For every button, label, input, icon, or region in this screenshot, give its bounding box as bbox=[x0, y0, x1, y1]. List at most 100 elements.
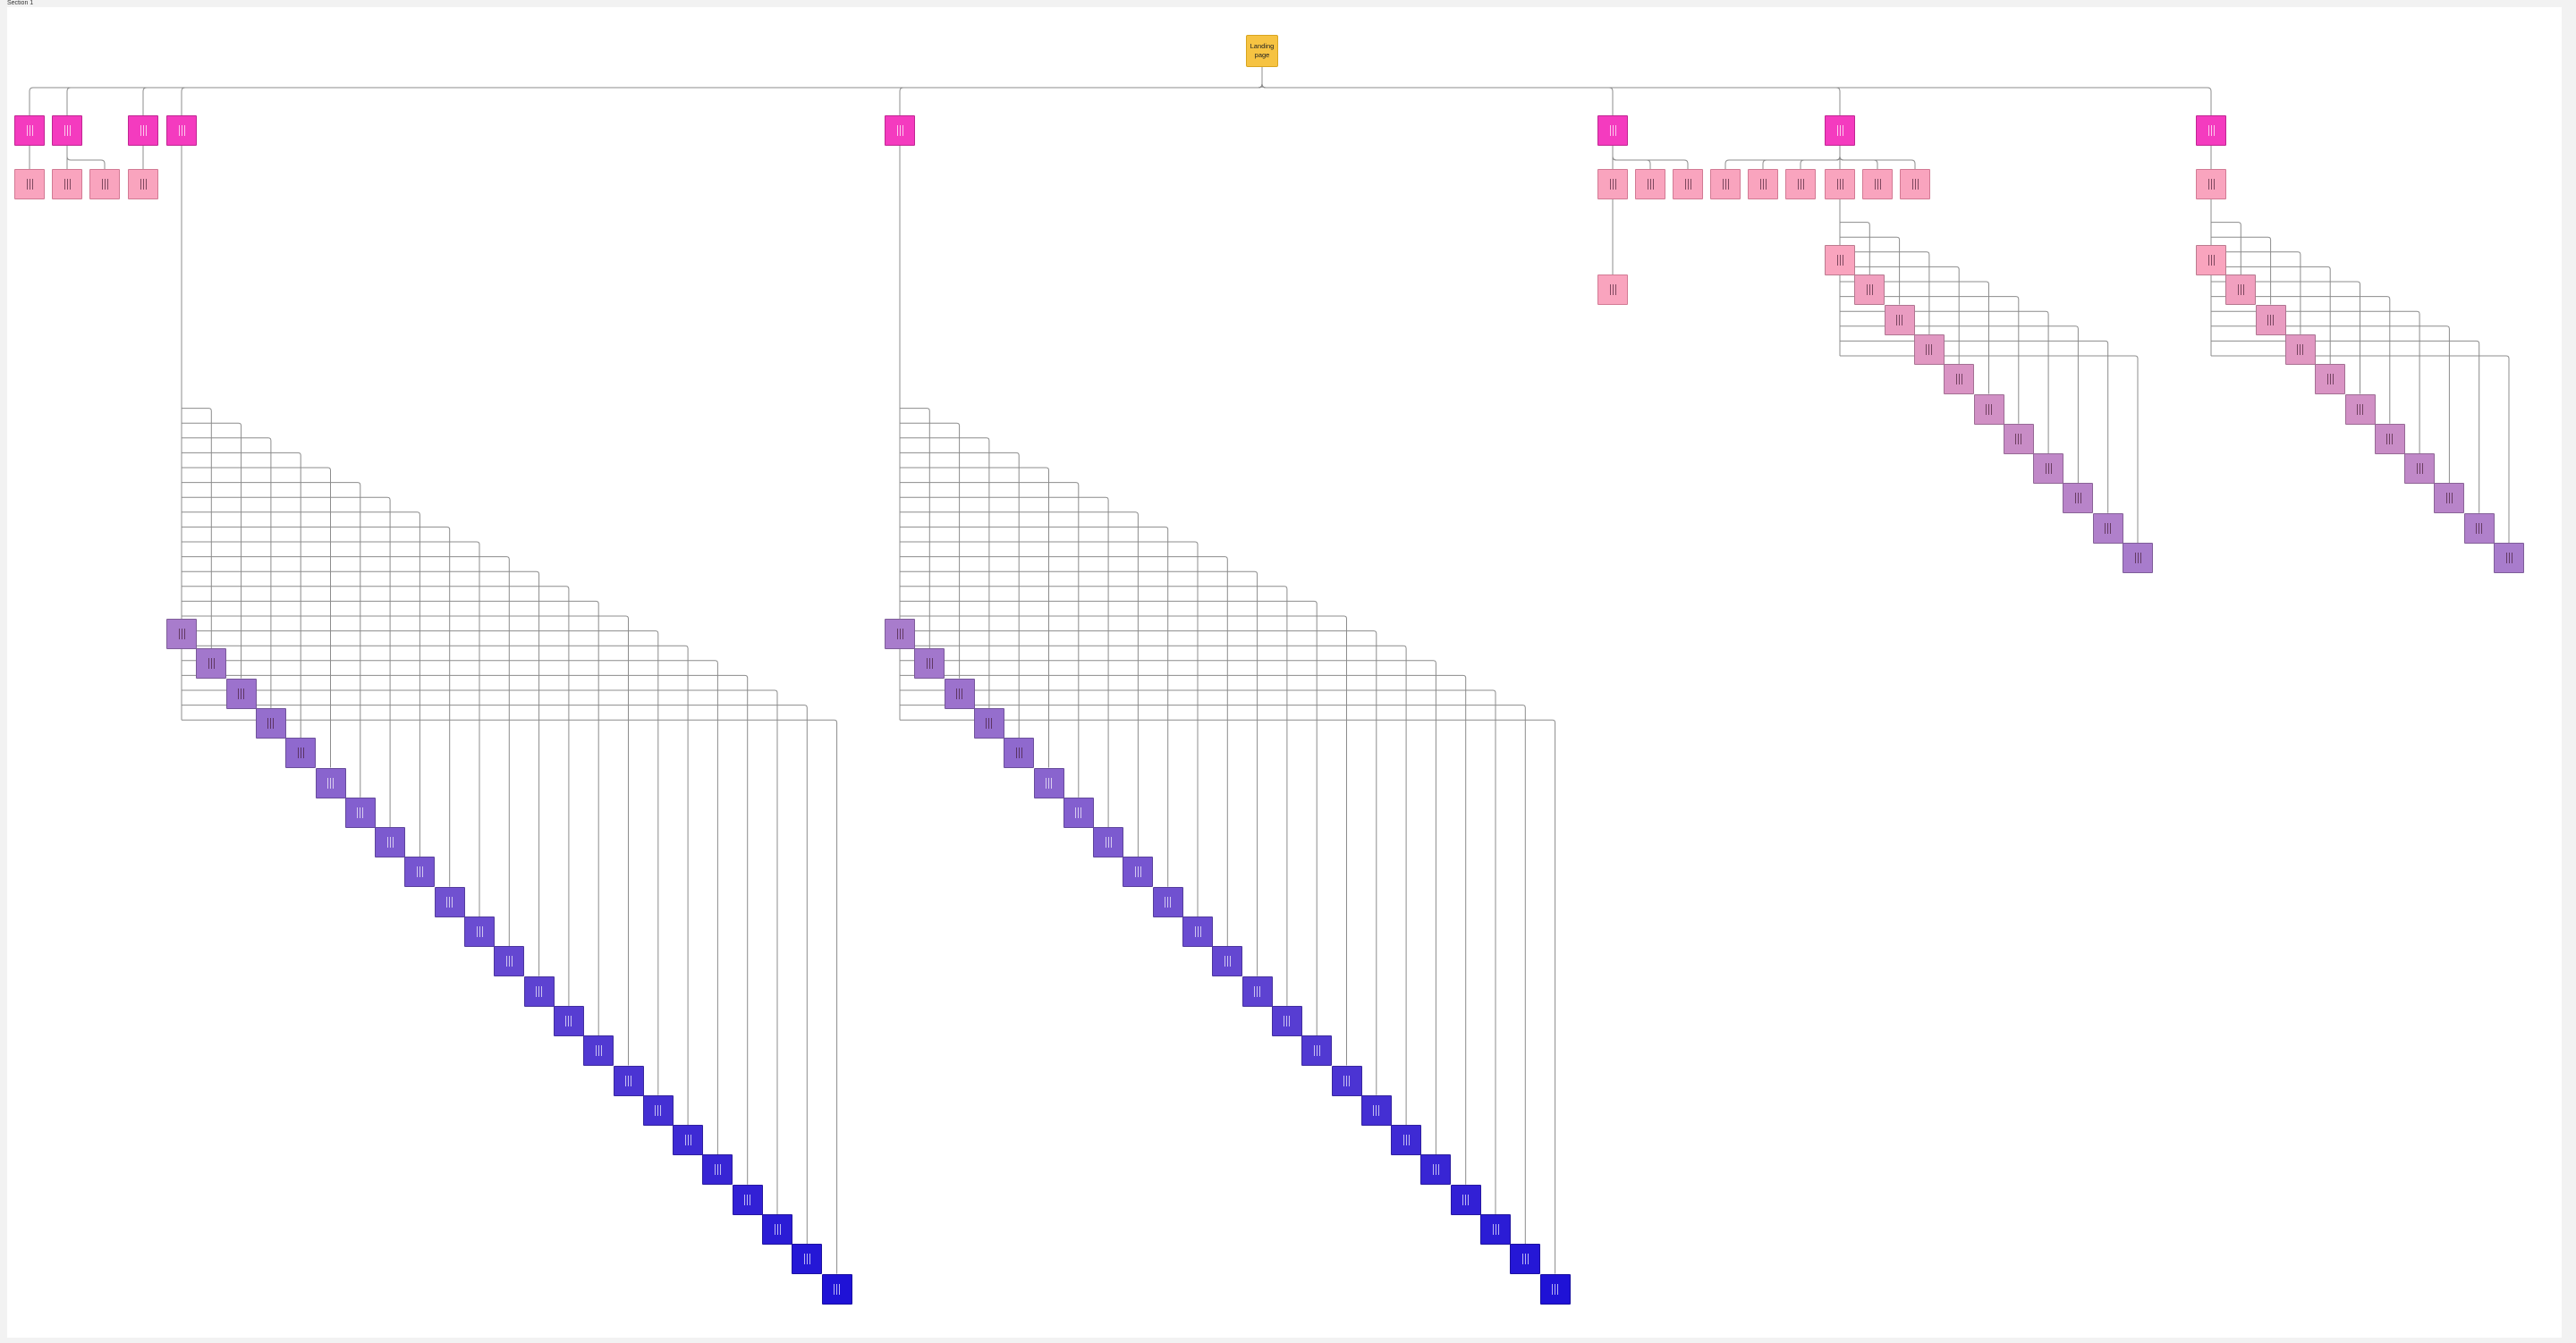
chain-node-b4-6[interactable] bbox=[315, 767, 346, 798]
chain-node-b4-11[interactable] bbox=[464, 916, 495, 947]
chain-node-b7-5[interactable] bbox=[1944, 364, 1975, 395]
chain-node-b5-13[interactable] bbox=[1241, 976, 1273, 1007]
chain-connector bbox=[900, 570, 1258, 976]
chain-node-b5-5[interactable] bbox=[1004, 738, 1035, 769]
page-node-b2-1[interactable] bbox=[52, 169, 82, 199]
chain-node-b8-9[interactable] bbox=[2434, 483, 2465, 514]
chain-node-b4-13[interactable] bbox=[523, 976, 555, 1007]
chain-node-b7-11[interactable] bbox=[2123, 543, 2153, 573]
section-node-b8[interactable] bbox=[2196, 115, 2226, 146]
chain-node-b4-20[interactable] bbox=[732, 1184, 763, 1215]
chain-node-b5-16[interactable] bbox=[1331, 1065, 1362, 1096]
chain-node-b7-7[interactable] bbox=[2003, 423, 2034, 454]
chain-node-b5-12[interactable] bbox=[1212, 946, 1243, 977]
chain-node-b4-8[interactable] bbox=[375, 827, 406, 858]
section-node-b3[interactable] bbox=[128, 115, 158, 146]
chain-node-b5-6[interactable] bbox=[1033, 767, 1064, 798]
chain-node-b8-6[interactable] bbox=[2344, 393, 2376, 425]
chain-node-b5-20[interactable] bbox=[1450, 1184, 1481, 1215]
page-node-b8-1[interactable] bbox=[2196, 169, 2226, 199]
connector-layer bbox=[29, 67, 2510, 1274]
section-node-b5[interactable] bbox=[885, 115, 915, 146]
chain-node-b8-7[interactable] bbox=[2374, 423, 2405, 454]
chain-node-b4-10[interactable] bbox=[434, 886, 465, 917]
root-node[interactable]: Landing page bbox=[1246, 35, 1278, 67]
chain-node-b7-4[interactable] bbox=[1913, 334, 1945, 365]
page-node-b7-6[interactable] bbox=[1900, 169, 1930, 199]
chain-node-b4-17[interactable] bbox=[642, 1094, 674, 1126]
chain-node-b5-9[interactable] bbox=[1123, 857, 1154, 888]
chain-node-b7-1[interactable] bbox=[1825, 245, 1855, 275]
chain-node-b8-4[interactable] bbox=[2284, 334, 2316, 365]
chain-node-b4-7[interactable] bbox=[344, 797, 376, 828]
chain-node-b5-15[interactable] bbox=[1301, 1035, 1333, 1067]
chain-node-b4-2[interactable] bbox=[196, 648, 227, 680]
chain-node-b5-17[interactable] bbox=[1360, 1094, 1392, 1126]
chain-node-b5-3[interactable] bbox=[944, 678, 975, 709]
chain-node-b5-18[interactable] bbox=[1391, 1125, 1422, 1156]
section-node-b7[interactable] bbox=[1825, 115, 1855, 146]
page-node-b7-5[interactable] bbox=[1862, 169, 1893, 199]
page-node-b7-2[interactable] bbox=[1748, 169, 1778, 199]
chain-node-b7-3[interactable] bbox=[1884, 304, 1915, 335]
page-node-b6-sub[interactable] bbox=[1597, 275, 1628, 305]
chain-connector bbox=[1840, 266, 1960, 365]
chain-node-b7-8[interactable] bbox=[2033, 453, 2064, 485]
chain-node-b4-12[interactable] bbox=[494, 946, 525, 977]
node-text-placeholder bbox=[2416, 463, 2423, 475]
chain-node-b4-19[interactable] bbox=[702, 1154, 733, 1186]
section-node-b2[interactable] bbox=[52, 115, 82, 146]
chain-node-b5-23[interactable] bbox=[1539, 1273, 1571, 1305]
chain-node-b5-14[interactable] bbox=[1271, 1005, 1302, 1036]
chain-node-b5-8[interactable] bbox=[1093, 827, 1124, 858]
section-node-b4[interactable] bbox=[166, 115, 197, 146]
chain-node-b4-16[interactable] bbox=[613, 1065, 644, 1096]
chain-node-b8-2[interactable] bbox=[2225, 275, 2257, 306]
chain-connector bbox=[900, 586, 1288, 1006]
chain-node-b4-4[interactable] bbox=[255, 707, 286, 739]
page-node-b6-1[interactable] bbox=[1597, 169, 1628, 199]
page-node-b7-3[interactable] bbox=[1785, 169, 1816, 199]
chain-node-b4-14[interactable] bbox=[553, 1005, 584, 1036]
page-node-b3-1[interactable] bbox=[128, 169, 158, 199]
chain-node-b4-15[interactable] bbox=[583, 1035, 614, 1067]
chain-node-b8-5[interactable] bbox=[2315, 364, 2346, 395]
chain-node-b4-21[interactable] bbox=[762, 1214, 792, 1245]
chain-node-b5-21[interactable] bbox=[1480, 1214, 1511, 1245]
chain-node-b4-23[interactable] bbox=[821, 1273, 852, 1305]
chain-node-b5-2[interactable] bbox=[914, 648, 945, 680]
page-node-b1-1[interactable] bbox=[14, 169, 45, 199]
whiteboard-canvas[interactable]: Landing page bbox=[7, 7, 2562, 1338]
chain-node-b8-10[interactable] bbox=[2463, 512, 2495, 544]
chain-node-b4-1[interactable] bbox=[166, 619, 197, 649]
chain-node-b8-8[interactable] bbox=[2404, 453, 2436, 485]
chain-node-b8-11[interactable] bbox=[2494, 543, 2524, 573]
chain-node-b5-10[interactable] bbox=[1152, 886, 1183, 917]
page-node-b7-1[interactable] bbox=[1710, 169, 1741, 199]
chain-node-b7-2[interactable] bbox=[1854, 275, 1885, 306]
chain-node-b5-19[interactable] bbox=[1420, 1154, 1452, 1186]
chain-node-b8-1[interactable] bbox=[2196, 245, 2226, 275]
page-node-b7-4[interactable] bbox=[1825, 169, 1855, 199]
chain-node-b4-18[interactable] bbox=[673, 1125, 704, 1156]
node-text-placeholder bbox=[386, 837, 394, 849]
chain-connector bbox=[1840, 310, 2049, 454]
chain-node-b7-10[interactable] bbox=[2092, 512, 2123, 544]
chain-node-b5-7[interactable] bbox=[1063, 797, 1094, 828]
chain-node-b5-4[interactable] bbox=[973, 707, 1004, 739]
chain-node-b4-5[interactable] bbox=[285, 738, 317, 769]
section-node-b1[interactable] bbox=[14, 115, 45, 146]
section-node-b6[interactable] bbox=[1597, 115, 1628, 146]
chain-node-b5-11[interactable] bbox=[1182, 916, 1213, 947]
chain-node-b4-9[interactable] bbox=[404, 857, 436, 888]
chain-node-b7-9[interactable] bbox=[2063, 483, 2094, 514]
chain-node-b5-1[interactable] bbox=[885, 619, 915, 649]
chain-node-b4-3[interactable] bbox=[225, 678, 257, 709]
chain-node-b5-22[interactable] bbox=[1510, 1244, 1541, 1275]
chain-node-b7-6[interactable] bbox=[1973, 393, 2004, 425]
page-node-b6-3[interactable] bbox=[1673, 169, 1703, 199]
chain-node-b4-22[interactable] bbox=[792, 1244, 823, 1275]
chain-node-b8-3[interactable] bbox=[2255, 304, 2286, 335]
page-node-b6-2[interactable] bbox=[1635, 169, 1665, 199]
page-node-b2-2[interactable] bbox=[89, 169, 120, 199]
